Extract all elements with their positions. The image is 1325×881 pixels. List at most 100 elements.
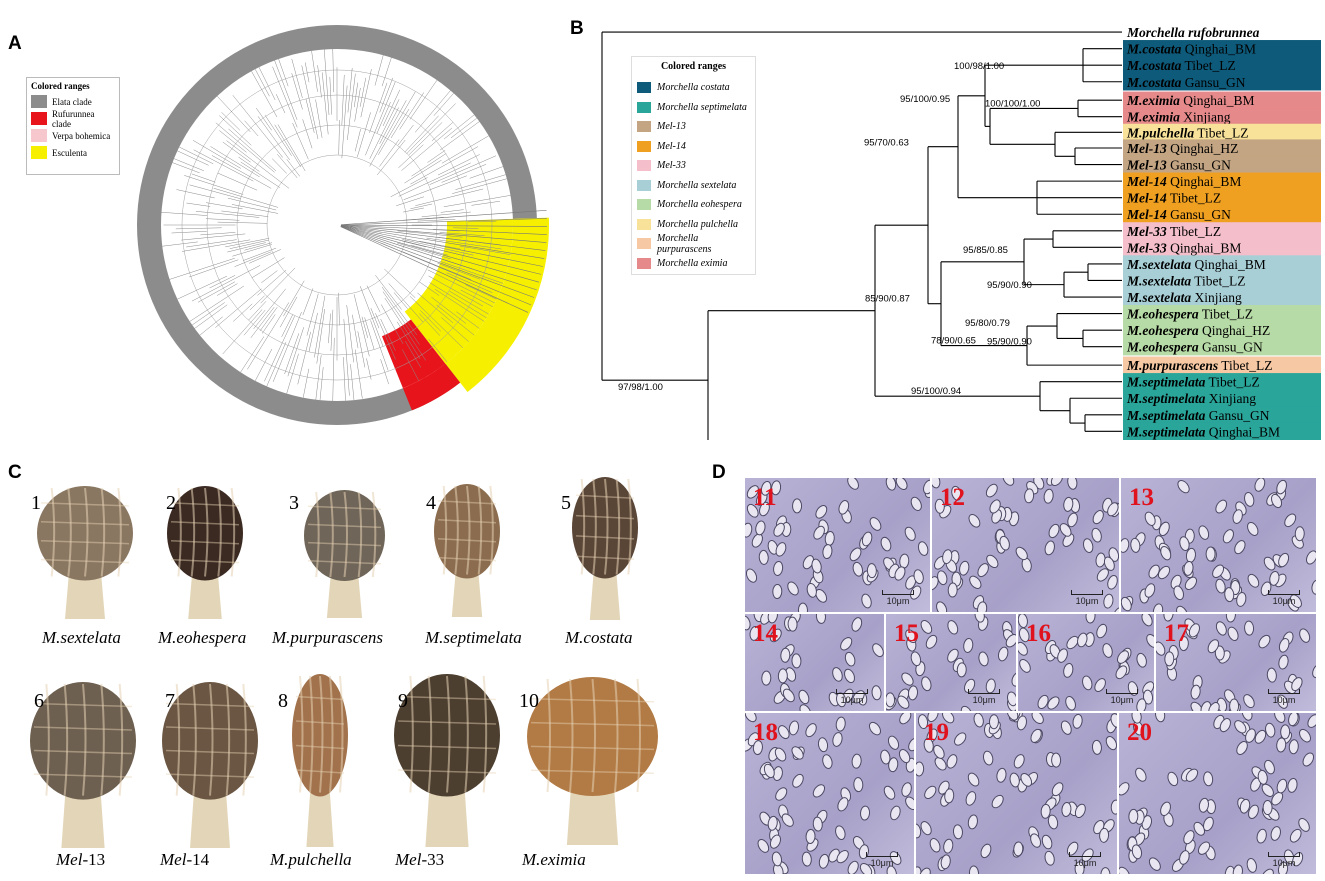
- ascospore: [1167, 771, 1179, 787]
- legend-swatch: [637, 199, 651, 211]
- ascospore: [792, 498, 803, 514]
- ascospore: [880, 749, 891, 765]
- ascospore: [791, 746, 804, 760]
- specimen-number: 9: [398, 690, 408, 712]
- ascospore: [774, 747, 787, 762]
- legend-b-label: Mel-13: [657, 121, 686, 133]
- ascospore: [1234, 540, 1246, 555]
- ascospore: [917, 541, 929, 556]
- ascospore: [1107, 502, 1119, 517]
- ascospore: [920, 620, 933, 634]
- scale-bar-line: [836, 689, 868, 694]
- morel-cap: [572, 477, 638, 579]
- tip-label: Morchella rufobrunnea: [1126, 25, 1260, 40]
- ascospore: [835, 825, 846, 840]
- tip-highlight: [1123, 123, 1321, 142]
- micrograph-number: 18: [753, 719, 778, 746]
- specimen-label: Mel-33: [395, 850, 444, 870]
- support-value: 100/98/1.00: [954, 61, 1004, 72]
- ascospore: [1030, 833, 1042, 848]
- ascospore: [1247, 521, 1259, 536]
- ascospore: [1094, 678, 1106, 692]
- ascospore: [1164, 651, 1175, 667]
- ascospore: [1266, 667, 1277, 683]
- ascospore: [1302, 752, 1315, 767]
- ascospore: [1292, 852, 1304, 867]
- scale-bar-line: [1069, 852, 1101, 857]
- tip-label: M.septimelata Xinjiang: [1126, 391, 1256, 406]
- ascospore: [1269, 570, 1280, 586]
- ascospore: [1298, 818, 1310, 832]
- ascospore: [767, 614, 778, 624]
- ascospore: [1051, 782, 1064, 797]
- ascospore: [1203, 816, 1214, 832]
- tip-label: M.pulchella Tibet_LZ: [1126, 125, 1249, 140]
- scale-bar: 10μm: [1106, 689, 1138, 705]
- legend-a-label: Verpa bohemica: [52, 130, 111, 141]
- ascospore: [1212, 564, 1225, 579]
- ascospore: [1007, 691, 1016, 707]
- ascospore: [1063, 662, 1074, 678]
- ascospore: [1294, 526, 1305, 542]
- legend-swatch: [31, 129, 47, 142]
- panel-a: A Colored ranges Elata clade Rufurunnea …: [0, 0, 570, 430]
- micrograph-number: 17: [1164, 620, 1189, 647]
- legend-b-label: Morchella pulchella: [657, 218, 738, 230]
- legend-b-item: Mel-13: [637, 117, 750, 137]
- ascospore: [1110, 799, 1117, 815]
- ascospore: [852, 561, 864, 577]
- ascospore: [1018, 627, 1030, 643]
- ascospore: [1222, 529, 1234, 544]
- specimen-label: M.sextelata: [42, 628, 121, 647]
- legend-b-label: Morchella eohespera: [657, 199, 742, 211]
- scale-bar: 10μm: [836, 689, 868, 705]
- ascospore: [1063, 496, 1074, 512]
- tip-label: M.septimelata Gansu_GN: [1126, 408, 1270, 423]
- circular-phylogeny: [137, 25, 549, 425]
- morel-cap: [30, 682, 136, 800]
- ascospore: [1148, 857, 1161, 871]
- specimen-label: M.costata: [565, 628, 633, 647]
- ascospore: [1136, 698, 1147, 711]
- ascospore: [1241, 713, 1253, 721]
- ascospore: [967, 772, 980, 787]
- ascospore: [1074, 861, 1085, 874]
- ascospore: [757, 838, 770, 853]
- ascospore: [999, 535, 1010, 551]
- specimen-label: M.pulchella: [270, 850, 352, 869]
- scale-bar: 10μm: [1268, 852, 1300, 868]
- ascospore: [817, 737, 829, 753]
- ascospore: [1215, 621, 1227, 636]
- ascospore: [1176, 605, 1188, 612]
- morel-cap: [292, 674, 348, 797]
- ascospore: [812, 816, 823, 832]
- ascospore: [1131, 844, 1143, 860]
- ascospore: [861, 593, 872, 609]
- ascospore: [1116, 650, 1129, 664]
- ascospore: [1299, 728, 1312, 743]
- specimen-label-prefix: Mel: [56, 850, 83, 869]
- legend-a-item: Verpa bohemica: [31, 127, 115, 144]
- ascospore: [805, 723, 817, 738]
- ascospore: [746, 485, 759, 499]
- ascospore: [1254, 478, 1266, 492]
- ascospore: [1065, 696, 1076, 711]
- ascospore: [920, 821, 932, 836]
- tip-label: M.sextelata Xinjiang: [1126, 290, 1242, 305]
- ascospore: [969, 575, 982, 589]
- ascospore: [859, 862, 873, 874]
- ascospore: [1144, 583, 1156, 598]
- ascospore: [1290, 594, 1302, 608]
- ascospore: [901, 672, 914, 686]
- tip-highlight: [1123, 373, 1321, 391]
- ascospore: [1288, 739, 1299, 755]
- ascospore: [1018, 641, 1028, 656]
- ascospore: [1096, 568, 1109, 582]
- tip-label: Mel-33 Tibet_LZ: [1126, 224, 1221, 239]
- ascospore: [751, 533, 763, 548]
